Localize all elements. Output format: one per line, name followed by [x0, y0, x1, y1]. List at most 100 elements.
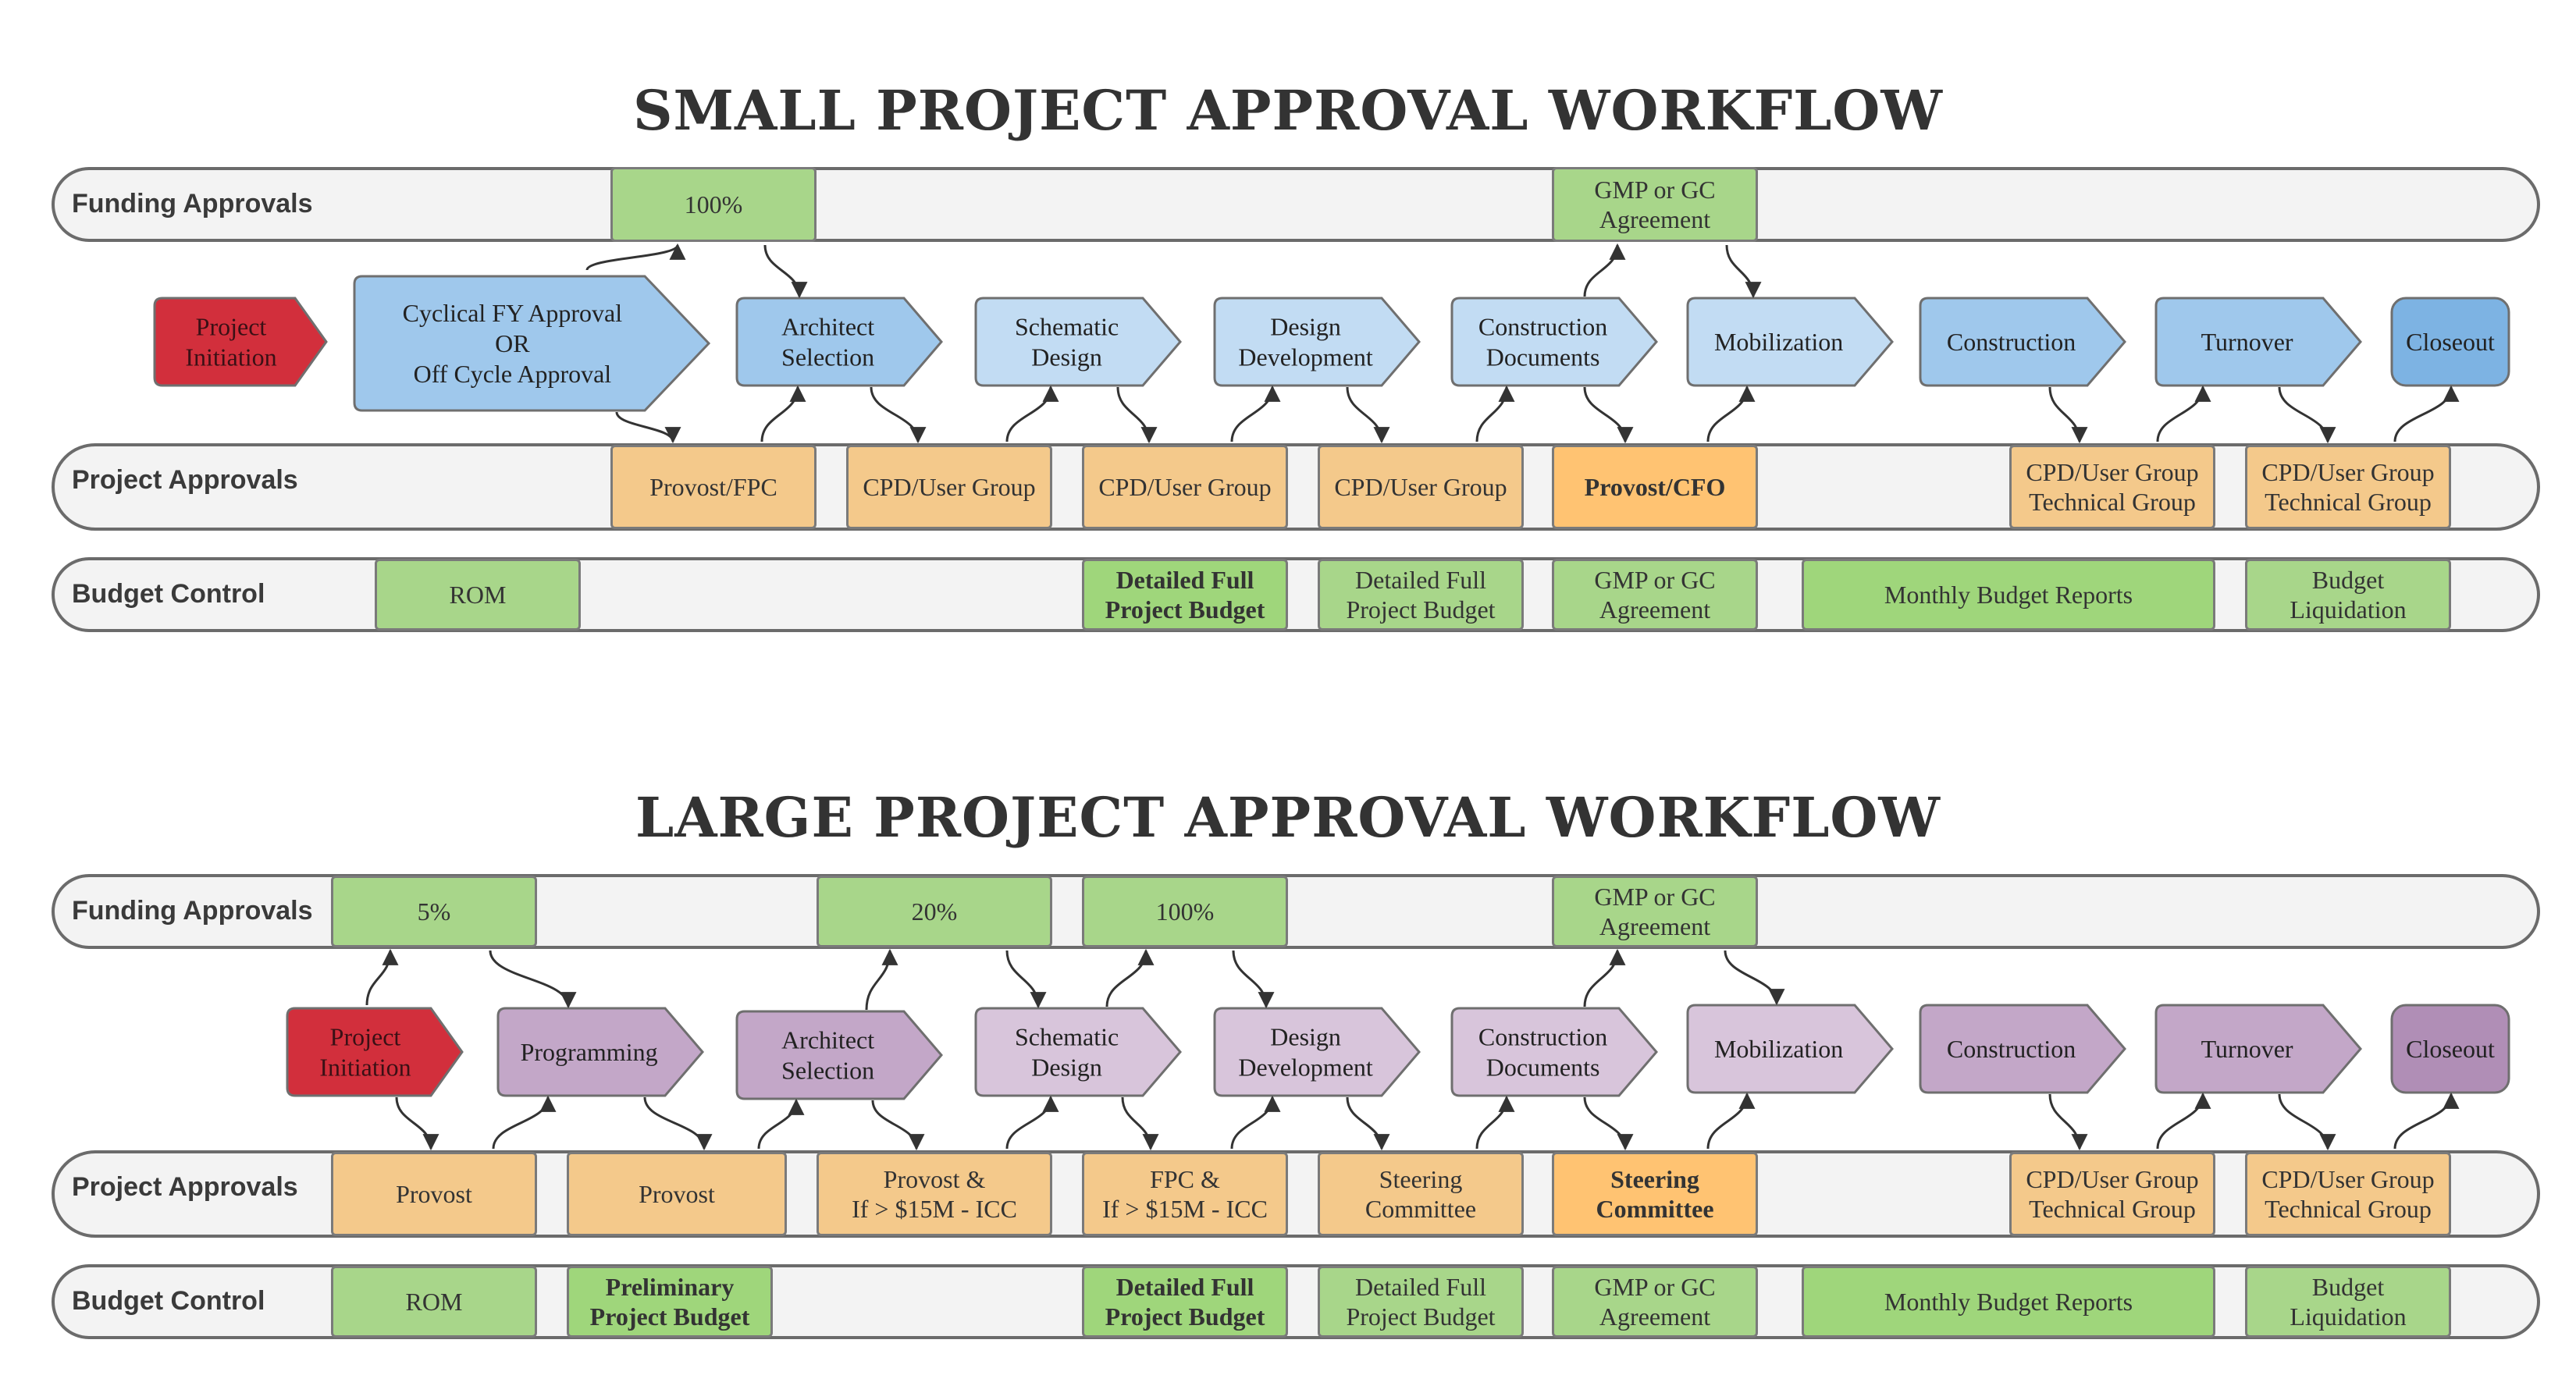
small-arrow-13	[1583, 386, 1634, 444]
small-arrow-3	[615, 411, 681, 444]
small-budget-lane-label: Budget Control	[72, 579, 265, 609]
small-approval-cpd-technical-2: CPD/User Group Technical Group	[2245, 445, 2451, 529]
small-approval-5-label: Provost/CFO	[1584, 473, 1726, 501]
large-arrow-16	[1475, 1095, 1515, 1150]
large-step-programming-shape	[496, 1007, 704, 1097]
large-funding-3-label: 100%	[1155, 897, 1215, 926]
large-budget-gmp: GMP or GC Agreement	[1552, 1266, 1758, 1338]
large-step-mobilization: Mobilization	[1686, 1004, 1894, 1094]
small-arrow-2	[763, 244, 808, 299]
small-arrow-8	[1230, 385, 1281, 442]
small-funding-100-label: 100%	[684, 190, 743, 219]
large-step-turnover: Turnover	[2154, 1004, 2362, 1094]
large-funding-2-label: 20%	[911, 897, 958, 926]
large-arrow-13	[1121, 1096, 1159, 1151]
small-funding-gmp-label: GMP or GC Agreement	[1594, 176, 1716, 233]
small-approval-cpd-1: CPD/User Group	[846, 445, 1052, 529]
large-arrow-5	[643, 1096, 713, 1151]
small-arrow-7	[1116, 386, 1158, 444]
large-budget-6-label: Monthly Budget Reports	[1884, 1288, 2133, 1316]
small-project-lane-label: Project Approvals	[72, 465, 298, 495]
large-step-architect-shape	[735, 1010, 943, 1100]
small-step-turnover-shape	[2154, 297, 2362, 387]
large-approval-fpc-icc: FPC & If > $15M - ICC	[1082, 1152, 1288, 1236]
small-budget-liquidation: Budget Liquidation	[2245, 559, 2451, 631]
small-approval-1-label: Provost/FPC	[649, 473, 777, 501]
large-step-construction-label: Construction	[1947, 1035, 2076, 1063]
large-step-turnover-label: Turnover	[2201, 1035, 2293, 1063]
small-arrow-4	[760, 385, 806, 442]
large-arrow-21	[2048, 1093, 2088, 1151]
small-arrow-14	[1706, 385, 1756, 442]
small-arrow-5	[870, 386, 927, 444]
small-approval-3-label: CPD/User Group	[1098, 473, 1272, 501]
large-arrow-1	[365, 948, 399, 1006]
small-step-initiation-shape	[153, 297, 328, 387]
small-step-construction-label: Construction	[1947, 328, 2076, 356]
large-approval-provost-2: Provost	[567, 1152, 787, 1236]
small-approval-provost-fpc: Provost/FPC	[610, 445, 817, 529]
large-workflow-title: LARGE PROJECT APPROVAL WORKFLOW	[635, 785, 1941, 850]
small-approval-cpd-2: CPD/User Group	[1082, 445, 1288, 529]
large-funding-lane-label: Funding Approvals	[72, 896, 313, 926]
large-approval-provost-1: Provost	[331, 1152, 537, 1236]
large-budget-rom: ROM	[331, 1266, 537, 1338]
large-budget-4-label: Detailed Full Project Budget	[1346, 1273, 1496, 1331]
large-arrow-9	[871, 1100, 925, 1151]
large-funding-4-label: GMP or GC Agreement	[1594, 883, 1716, 940]
large-step-construction-docs-shape	[1450, 1007, 1658, 1097]
large-budget-3-label: Detailed Full Project Budget	[1105, 1273, 1265, 1331]
small-arrow-6	[1005, 385, 1059, 442]
small-step-mobilization-label: Mobilization	[1714, 328, 1843, 356]
large-arrow-18	[1724, 950, 1785, 1006]
large-step-construction: Construction	[1919, 1004, 2126, 1094]
large-budget-lane-label: Budget Control	[72, 1286, 265, 1316]
small-budget-detailed-2: Detailed Full Project Budget	[1318, 559, 1524, 631]
small-step-schematic-shape	[974, 297, 1182, 387]
large-budget-5-label: GMP or GC Agreement	[1594, 1273, 1716, 1331]
small-approval-provost-cfo: Provost/CFO	[1552, 445, 1758, 529]
large-arrow-6	[757, 1098, 805, 1150]
large-budget-detailed-1: Detailed Full Project Budget	[1082, 1266, 1288, 1338]
large-step-mobilization-shape	[1686, 1004, 1894, 1094]
large-arrow-12	[1232, 950, 1275, 1009]
large-step-programming: Programming	[496, 1007, 704, 1097]
large-approval-4-label: FPC & If > $15M - ICC	[1102, 1165, 1268, 1223]
small-step-mobilization-shape	[1686, 297, 1894, 387]
small-step-construction-docs-shape	[1450, 297, 1658, 387]
small-step-cyclical-shape	[353, 275, 711, 412]
large-step-construction-shape	[1919, 1004, 2126, 1094]
large-arrow-19	[1583, 1096, 1634, 1151]
large-approval-1-label: Provost	[396, 1180, 472, 1208]
large-funding-gmp: GMP or GC Agreement	[1552, 876, 1758, 947]
large-approval-5-label: Steering Committee	[1364, 1165, 1477, 1223]
large-step-schematic-shape	[974, 1007, 1182, 1097]
small-arrow-15	[2048, 386, 2088, 444]
small-approval-7-label: CPD/User Group Technical Group	[2261, 458, 2435, 516]
large-arrow-17	[1583, 948, 1626, 1007]
small-approval-cpd-technical-1: CPD/User Group Technical Group	[2009, 445, 2215, 529]
small-step-closeout-label: Closeout	[2406, 328, 2495, 356]
large-arrow-23	[2278, 1093, 2336, 1151]
small-budget-4-label: GMP or GC Agreement	[1594, 566, 1716, 624]
large-approval-provost-icc: Provost & If > $15M - ICC	[817, 1152, 1052, 1236]
small-budget-5-label: Monthly Budget Reports	[1884, 581, 2133, 609]
large-approval-7-label: CPD/User Group Technical Group	[2026, 1165, 2199, 1223]
small-step-turnover-label: Turnover	[2201, 328, 2293, 356]
large-approval-steering-1: Steering Committee	[1318, 1152, 1524, 1236]
